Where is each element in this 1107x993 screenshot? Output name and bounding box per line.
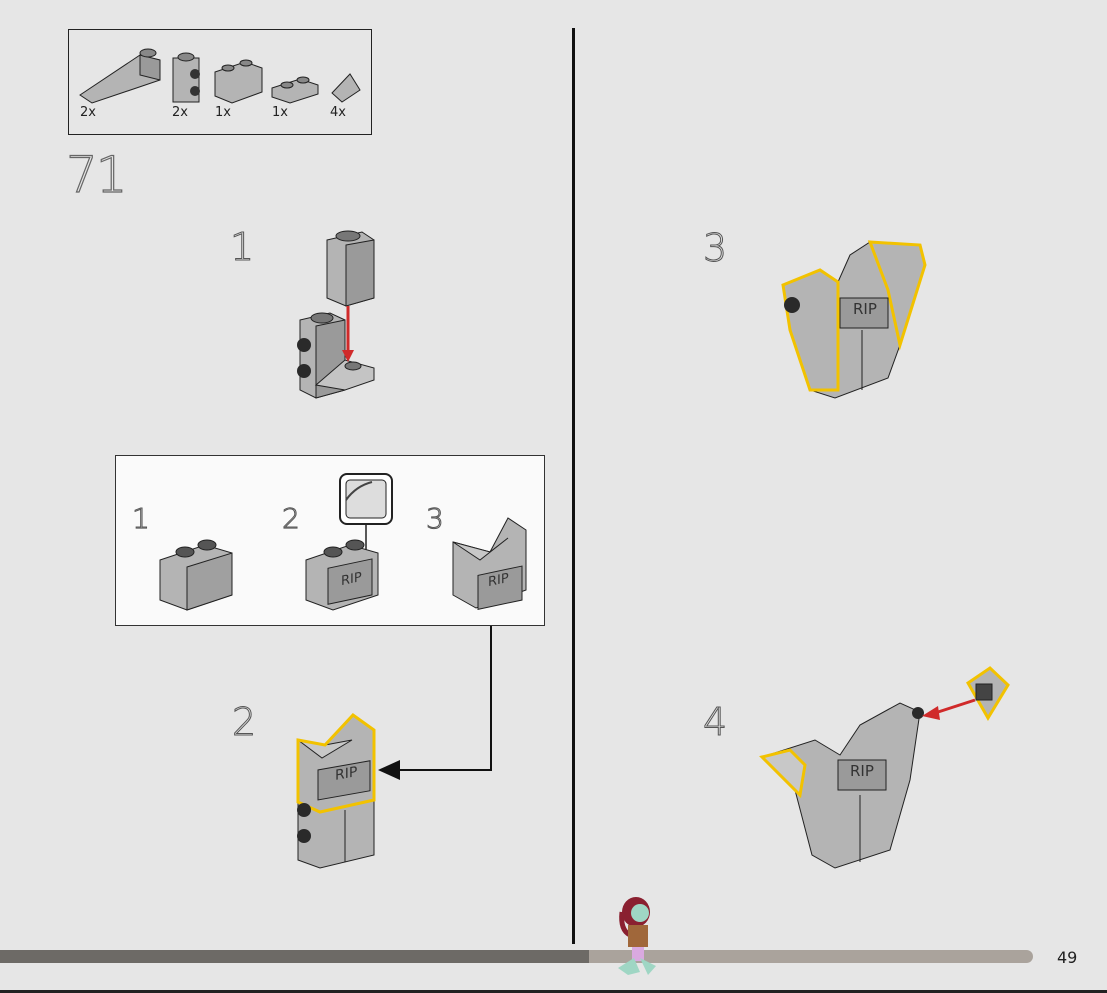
page-number: 49 — [1057, 948, 1077, 967]
